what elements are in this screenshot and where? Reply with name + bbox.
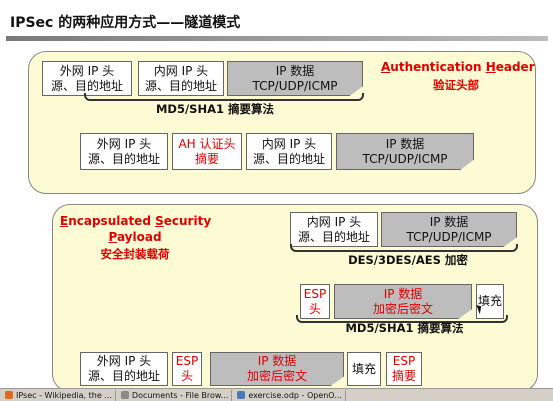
esp-bot-padding: 填充 <box>347 352 381 386</box>
taskbar-item-firefox[interactable]: IPsec - Wikipedia, the ... <box>2 389 116 401</box>
esp-enc-label: DES/3DES/AES 加密 <box>348 253 468 267</box>
taskbar-item-label: IPsec - Wikipedia, the ... <box>16 390 112 400</box>
impress-icon <box>237 391 246 399</box>
ah-top-outer-header: 外网 IP 头 源、目的地址 <box>42 61 132 96</box>
title-divider <box>6 36 548 41</box>
esp-bot-ciphertext: IP 数据 加密后密文 <box>210 352 344 386</box>
folder-icon <box>120 391 129 399</box>
taskbar-item-label: exercise.odp - OpenO... <box>248 390 342 400</box>
firefox-icon <box>5 391 13 399</box>
esp-top-ip-data: IP 数据 TCP/UDP/ICMP <box>381 212 517 247</box>
esp-bot-digest: ESP 摘要 <box>386 352 422 386</box>
esp-title-en-1: Encapsulated Security <box>60 214 212 228</box>
esp-title-en-2: Payload <box>108 230 162 244</box>
ah-top-ip-data: IP 数据 TCP/UDP/ICMP <box>227 61 363 96</box>
ah-auth-header: AH 认证头 摘要 <box>172 133 242 170</box>
esp-title-cn: 安全封装载荷 <box>100 247 170 261</box>
esp-encrypt-brace <box>290 244 518 252</box>
ah-top-inner-header: 内网 IP 头 源、目的地址 <box>138 61 224 96</box>
ah-bot-ip-data: IP 数据 TCP/UDP/ICMP <box>336 133 474 170</box>
esp-mid-ciphertext: IP 数据 加密后密文 <box>334 284 472 319</box>
esp-mid-padding: 填充 <box>476 284 504 319</box>
esp-top-inner-header: 内网 IP 头 源、目的地址 <box>290 212 378 247</box>
ah-algo-label: MD5/SHA1 摘要算法 <box>155 102 274 116</box>
ah-title-cn: 验证头部 <box>433 78 479 92</box>
page-title: IPSec 的两种应用方式——隧道模式 <box>10 15 241 31</box>
esp-bot-outer-header: 外网 IP 头 源、目的地址 <box>80 352 168 386</box>
taskbar-item-label: Documents - File Brow... <box>131 390 229 400</box>
ah-title-en: Authentication Header <box>381 60 535 74</box>
taskbar-item-impress[interactable]: exercise.odp - OpenO... <box>234 389 346 401</box>
ah-digest-brace <box>84 93 364 101</box>
ah-bot-inner-header: 内网 IP 头 源、目的地址 <box>246 133 332 170</box>
taskbar: IPsec - Wikipedia, the ... Documents - F… <box>0 388 553 401</box>
taskbar-item-documents[interactable]: Documents - File Brow... <box>118 389 233 401</box>
esp-bot-header: ESP 头 <box>172 352 202 386</box>
esp-digest-brace <box>296 315 508 323</box>
esp-mid-header: ESP 头 <box>300 284 330 319</box>
esp-hash-label: MD5/SHA1 摘要算法 <box>345 321 464 335</box>
ah-bot-outer-header: 外网 IP 头 源、目的地址 <box>80 133 168 170</box>
